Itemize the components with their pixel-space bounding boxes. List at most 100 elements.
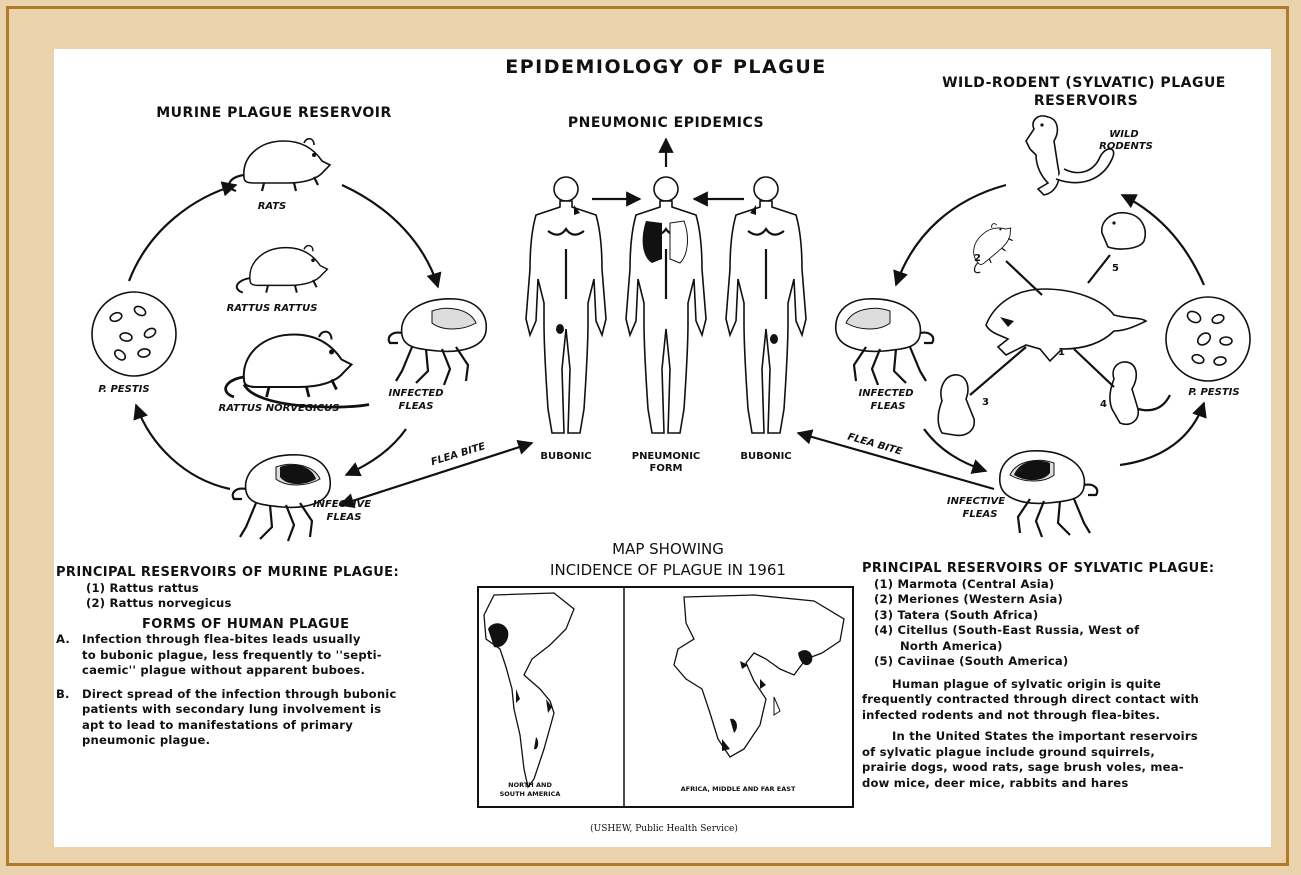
- map-title-1: MAP SHOWING: [612, 540, 724, 558]
- form-a-text: Infection through flea-bites leads usual…: [82, 632, 382, 679]
- sylvatic-heading-1: WILD-RODENT (SYLVATIC) PLAGUE: [942, 75, 1226, 91]
- label-infected-fleas-left-2: FLEAS: [399, 401, 434, 412]
- link-3-to-1: [970, 347, 1026, 395]
- form-b-text: Direct spread of the infection through b…: [82, 687, 397, 749]
- human-plague-figures: PNEUMONIC EPIDEMICS BUBONIC PNEUMONIC FO…: [526, 115, 806, 474]
- label-infected-fleas-left-1: INFECTED: [388, 388, 443, 399]
- number-4: 4: [1100, 399, 1107, 410]
- pneumonic-epidemics-heading: PNEUMONIC EPIDEMICS: [568, 115, 764, 131]
- form-a-line: Infection through flea-bites leads usual…: [82, 632, 382, 648]
- sylvatic-reservoir-4: (4) Citellus (South-East Russia, West of: [862, 623, 1267, 639]
- form-b-line: patients with secondary lung involvement…: [82, 702, 397, 718]
- label-flea-bite-left: FLEA BITE: [430, 441, 487, 468]
- diagram-panel: EPIDEMIOLOGY OF PLAGUE MURINE PLAGUE RES…: [54, 49, 1271, 847]
- form-b-line: apt to lead to manifestations of primary: [82, 718, 397, 734]
- map-label-americas-2: SOUTH AMERICA: [500, 790, 561, 798]
- number-3: 3: [982, 397, 989, 408]
- label-rattus-norvegicus: RATTUS NORVEGICUS: [219, 403, 340, 414]
- infected-flea-right-illustration: [836, 299, 934, 385]
- sylvatic-reservoir-4-cont: North America): [862, 639, 1267, 655]
- murine-reservoirs-heading: PRINCIPAL RESERVOIRS OF MURINE PLAGUE:: [56, 565, 476, 581]
- label-infective-fleas-right-1: INFECTIVE: [947, 496, 1005, 507]
- para2-line: In the United States the important reser…: [862, 729, 1267, 745]
- arrow-flea-bite-left: [340, 443, 532, 505]
- label-wild-rodents-2: RODENTS: [1099, 141, 1153, 152]
- infective-flea-left-illustration: [233, 455, 331, 541]
- p-pestis-left-illustration: [92, 292, 176, 376]
- arrow-infective-to-ppestis-left: [136, 405, 230, 489]
- para1-line: frequently contracted through direct con…: [862, 692, 1267, 708]
- rattus-norvegicus-illustration: [226, 332, 369, 407]
- label-p-pestis-left: P. PESTIS: [98, 384, 149, 395]
- number-2: 2: [974, 253, 981, 264]
- murine-text-block: PRINCIPAL RESERVOIRS OF MURINE PLAGUE: (…: [56, 565, 476, 749]
- label-flea-bite-right: FLEA BITE: [846, 432, 903, 458]
- incidence-map: MAP SHOWING INCIDENCE OF PLAGUE IN 1961 …: [478, 540, 853, 834]
- label-infective-fleas-left-2: FLEAS: [327, 512, 362, 523]
- sylvatic-reservoir-2: (2) Meriones (Western Asia): [862, 592, 1267, 608]
- para2-line: prairie dogs, wood rats, sage brush vole…: [862, 760, 1267, 776]
- citellus-illustration: [1110, 362, 1170, 424]
- label-figure-bubonic-right: BUBONIC: [740, 451, 791, 462]
- page-frame: EPIDEMIOLOGY OF PLAGUE MURINE PLAGUE RES…: [6, 6, 1289, 866]
- arrow-ppestis-to-rats: [129, 185, 236, 281]
- label-wild-rodents-1: WILD: [1109, 129, 1138, 140]
- label-figure-bubonic-left: BUBONIC: [540, 451, 591, 462]
- number-5: 5: [1112, 263, 1119, 274]
- form-b-line: Direct spread of the infection through b…: [82, 687, 397, 703]
- murine-reservoir-cycle: MURINE PLAGUE RESERVOIR RATS RATTUS RATT…: [92, 105, 532, 541]
- sylvatic-heading-2: RESERVOIRS: [1034, 93, 1138, 109]
- form-a-letter: A.: [56, 632, 82, 679]
- label-infective-fleas-right-2: FLEAS: [963, 509, 998, 520]
- sylvatic-reservoir-1: (1) Marmota (Central Asia): [862, 577, 1267, 593]
- link-4-to-1: [1074, 349, 1114, 387]
- link-5-to-1: [1088, 255, 1110, 283]
- form-b-line: pneumonic plague.: [82, 733, 397, 749]
- number-1: 1: [1058, 347, 1065, 358]
- label-figure-pneumonic-2: FORM: [650, 463, 683, 474]
- murine-heading: MURINE PLAGUE RESERVOIR: [156, 105, 392, 121]
- infected-flea-left-illustration: [389, 299, 487, 385]
- diagram-title: EPIDEMIOLOGY OF PLAGUE: [505, 56, 826, 78]
- map-caption: (USHEW, Public Health Service): [590, 823, 738, 834]
- sylvatic-para-2: In the United States the important reser…: [862, 729, 1267, 791]
- arrow-rats-to-infected-fleas: [342, 185, 438, 287]
- arrow-infected-to-infective-left: [346, 429, 406, 475]
- label-p-pestis-right: P. PESTIS: [1188, 387, 1239, 398]
- murine-reservoir-2: (2) Rattus norvegicus: [56, 596, 476, 612]
- form-a-line: to bubonic plague, less frequently to ''…: [82, 648, 382, 664]
- sylvatic-reservoir-3: (3) Tatera (South Africa): [862, 608, 1267, 624]
- sylvatic-reservoirs-heading: PRINCIPAL RESERVOIRS OF SYLVATIC PLAGUE:: [862, 561, 1267, 577]
- caviinae-illustration: [1102, 213, 1145, 249]
- human-figure-bubonic-left: [526, 177, 606, 433]
- label-rats: RATS: [258, 201, 287, 212]
- rat-illustration: [229, 139, 330, 191]
- sylvatic-reservoir-cycle: WILD-RODENT (SYLVATIC) PLAGUE RESERVOIRS…: [798, 75, 1250, 537]
- sylvatic-text-block: PRINCIPAL RESERVOIRS OF SYLVATIC PLAGUE:…: [862, 561, 1267, 791]
- para2-line: dow mice, deer mice, rabbits and hares: [862, 776, 1267, 792]
- label-rattus-rattus: RATTUS RATTUS: [227, 303, 318, 314]
- label-figure-pneumonic-1: PNEUMONIC: [632, 451, 701, 462]
- human-figure-bubonic-right: [726, 177, 806, 433]
- form-b: B. Direct spread of the infection throug…: [56, 687, 476, 749]
- rattus-rattus-illustration: [237, 246, 328, 293]
- label-infected-fleas-right-2: FLEAS: [871, 401, 906, 412]
- sylvatic-reservoir-5: (5) Caviinae (South America): [862, 654, 1267, 670]
- label-infected-fleas-right-1: INFECTED: [858, 388, 913, 399]
- p-pestis-right-illustration: [1166, 297, 1250, 381]
- link-2-to-1: [1006, 261, 1042, 295]
- map-frame: [478, 587, 853, 807]
- murine-reservoir-1: (1) Rattus rattus: [56, 581, 476, 597]
- map-title-2: INCIDENCE OF PLAGUE IN 1961: [550, 561, 786, 579]
- sylvatic-para-1: Human plague of sylvatic origin is quite…: [862, 677, 1267, 724]
- form-a: A. Infection through flea-bites leads us…: [56, 632, 476, 679]
- forms-heading: FORMS OF HUMAN PLAGUE: [56, 617, 476, 633]
- para2-line: of sylvatic plague include ground squirr…: [862, 745, 1267, 761]
- marmota-illustration: [986, 289, 1146, 361]
- tatera-illustration: [938, 375, 974, 436]
- form-b-letter: B.: [56, 687, 82, 749]
- map-label-americas-1: NORTH AND: [508, 781, 552, 789]
- map-label-old-world: AFRICA, MIDDLE AND FAR EAST: [681, 785, 796, 793]
- para1-line: infected rodents and not through flea-bi…: [862, 708, 1267, 724]
- form-a-line: caemic'' plague without apparent buboes.: [82, 663, 382, 679]
